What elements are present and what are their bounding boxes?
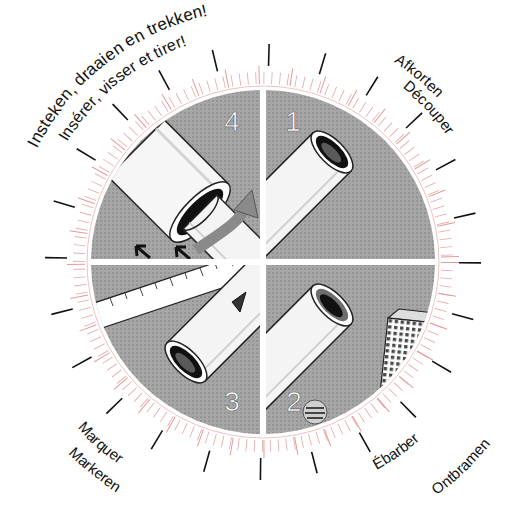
step-number: 3 bbox=[212, 388, 252, 416]
fitting-pipe bbox=[108, 120, 341, 353]
scale-circle bbox=[87, 86, 439, 438]
scale-ticks bbox=[76, 75, 450, 449]
major-ticks bbox=[56, 55, 470, 469]
step-number: 1 bbox=[273, 108, 313, 136]
step-number: 2 bbox=[274, 388, 314, 416]
fine-scale bbox=[79, 78, 447, 446]
step-number: 4 bbox=[212, 108, 252, 136]
